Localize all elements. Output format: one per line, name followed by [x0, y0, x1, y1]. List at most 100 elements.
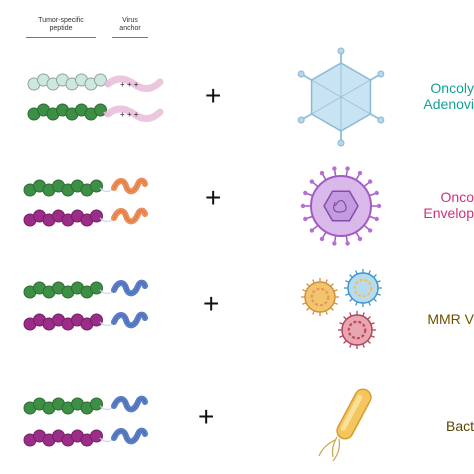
peptide-top-row-2 [23, 179, 103, 197]
peptide-bead [94, 103, 107, 117]
envelope-spike-tip [309, 228, 315, 233]
envelope-spike-tip [303, 216, 308, 222]
vector-label-enveloped-line1: Onco [440, 189, 474, 205]
peptide-bottom-row-4 [23, 429, 103, 447]
plus-sign-row-3: + [203, 288, 220, 319]
bacterium-flagella [318, 436, 340, 462]
virus-envelope [304, 281, 336, 313]
rubella-virus [338, 311, 376, 349]
vector-label-bacteria-line1: Bact [445, 418, 474, 434]
peptide-bead [94, 73, 107, 87]
envelope-genome [333, 199, 347, 213]
envelope-spike-tip [367, 228, 373, 233]
squiggle-anchor-top-row-3 [111, 279, 148, 297]
plus-sign-row-1: + [205, 80, 222, 111]
peptide-bead [90, 209, 103, 223]
peptide-bead [90, 313, 103, 327]
peptide-bottom-row-2 [23, 209, 103, 227]
anchor-header-line1: Virus [122, 17, 138, 24]
adenovirus-knob [297, 116, 305, 124]
peptide-bead [90, 179, 103, 193]
envelope-spike-tip [374, 190, 379, 196]
envelope-capsid [323, 190, 359, 222]
anchor-coil-outline [113, 314, 146, 326]
peptide-bottom-row-3 [23, 313, 103, 331]
envelope-spike-tip [309, 179, 315, 184]
anchor-coil-outline [113, 180, 146, 192]
envelope-spike-tip [345, 241, 350, 246]
virus-core [347, 320, 367, 340]
peptide-top-row-3 [23, 281, 103, 299]
vector-label-adenovirus: Oncoly Adenovi [423, 80, 474, 112]
envelope-spike-tip [300, 203, 306, 209]
adenovirus-facet [311, 79, 342, 98]
adenovirus-knob [377, 70, 385, 78]
anchor-coil-outline [113, 210, 146, 222]
envelope-spike-tip [376, 203, 382, 209]
vector-label-mmr-line1: MMR V [427, 311, 474, 327]
peptide-header: Tumor-specific peptide [22, 17, 100, 33]
squiggle-anchor-bottom-row-3 [111, 311, 148, 329]
vector-label-enveloped-line2: Envelop [423, 205, 474, 221]
squiggle-anchor-top-row-4 [111, 395, 148, 413]
mumps-virus [344, 269, 382, 307]
plus-sign-row-4: + [198, 401, 215, 432]
peptide-bead [90, 397, 103, 411]
envelope-spike-tip [357, 236, 363, 242]
vector-label-adenovirus-line1: Oncoly [430, 80, 474, 96]
adenovirus-knob [297, 70, 305, 78]
envelope-spike-tip [374, 216, 379, 222]
measles-virus [301, 278, 339, 316]
envelope-spike-tip [319, 170, 325, 176]
bacterium-body [336, 388, 372, 440]
peptide-header-line1: Tumor-specific [38, 17, 84, 24]
squiggle-anchor-bottom-row-2 [111, 207, 148, 225]
squiggle-anchor-top-row-2 [111, 177, 148, 195]
charge-tail-body [104, 105, 164, 122]
envelope-spike-tip [345, 166, 350, 171]
adenovirus-facet [311, 96, 342, 115]
anchor-coil-outline [113, 430, 146, 442]
adenovirus-knob [337, 139, 345, 147]
bacterium-icon [318, 388, 372, 462]
adenovirus-icon [297, 47, 385, 147]
virus-core [310, 287, 330, 307]
envelope-spike-tip [332, 166, 337, 171]
peptide-bead [90, 281, 103, 295]
charge-anchor-bottom-row-1: + + + [104, 105, 164, 122]
peptide-header-bracket [26, 37, 96, 38]
bacterium-highlight [340, 394, 363, 431]
virus-envelope [347, 272, 379, 304]
mmr-virus-cluster-icon [301, 269, 382, 349]
adenovirus-facet [340, 79, 371, 98]
charge-tail-body [104, 75, 164, 92]
anchor-coil-outline [113, 398, 146, 410]
envelope-spike-tip [367, 179, 373, 184]
vector-label-mmr: MMR V [427, 311, 474, 327]
envelope-spike-tip [357, 170, 363, 176]
peptide-bottom-row-1 [27, 103, 107, 121]
adenovirus-knob [337, 47, 345, 55]
peptide-top-row-1 [27, 73, 107, 91]
vector-label-enveloped: Onco Envelop [423, 189, 474, 221]
anchor-header: Virus anchor [108, 17, 152, 33]
charge-symbols: + + + [120, 110, 139, 119]
charge-symbols: + + + [120, 80, 139, 89]
virus-core [353, 278, 373, 298]
envelope-spike-tip [332, 241, 337, 246]
envelope-spike-tip [303, 190, 308, 196]
adenovirus-knob [377, 116, 385, 124]
anchor-header-bracket [112, 37, 148, 38]
vector-label-adenovirus-line2: Adenovi [423, 96, 474, 112]
envelope-spike-tip [319, 236, 325, 242]
adenovirus-facet [340, 96, 371, 115]
vector-label-bacteria: Bact [446, 418, 474, 434]
plus-sign-row-2: + [205, 182, 222, 213]
anchor-header-line2: anchor [119, 25, 141, 32]
peptide-header-line2: peptide [49, 25, 73, 32]
charge-anchor-top-row-1: + + + [104, 75, 164, 92]
peptide-bead [90, 429, 103, 443]
virus-envelope [341, 314, 373, 346]
